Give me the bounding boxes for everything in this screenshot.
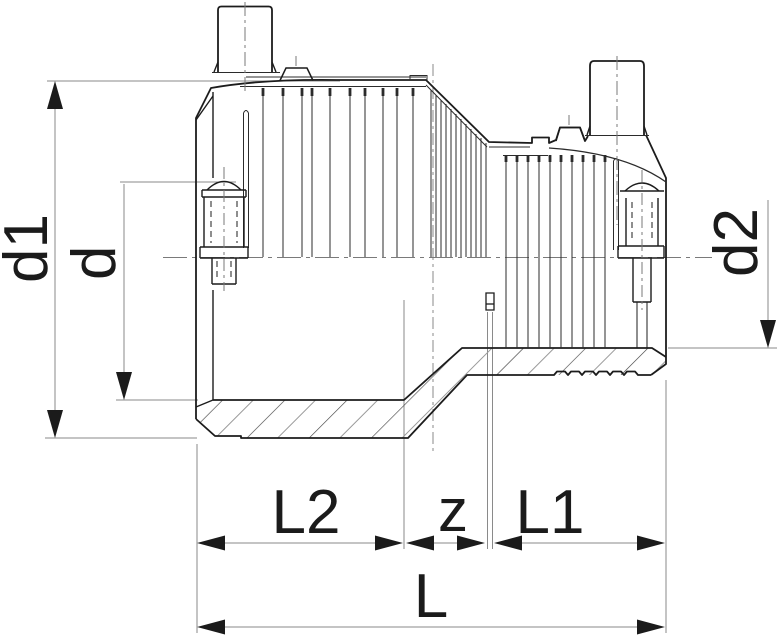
L2-arrow-left [197, 535, 225, 551]
L2-arrow-right [375, 535, 403, 551]
d1-arrow-down [47, 410, 63, 438]
dimension-z: z [406, 477, 485, 551]
label-L: L [414, 562, 448, 631]
d2-arrow-down [760, 320, 776, 348]
d-arrow-down [116, 372, 132, 400]
dimension-L2: L2 [197, 478, 403, 551]
label-z: z [438, 477, 468, 544]
dimension-L1: L1 [494, 478, 665, 551]
fitting-body-outline [195, 79, 667, 439]
label-d2: d2 [702, 208, 771, 277]
z-arrow-left [406, 535, 434, 551]
label-L2: L2 [272, 478, 341, 547]
right-hex-boss [555, 115, 586, 142]
L1-arrow-left [494, 535, 522, 551]
z-arrow-right [457, 535, 485, 551]
label-d1: d1 [0, 214, 61, 283]
dimension-d: d [60, 184, 132, 400]
right-terminal-pin [586, 56, 648, 225]
L-arrow-right [637, 619, 665, 635]
sleeve-detail-lines [212, 72, 667, 183]
left-fusion-indicator [199, 167, 249, 291]
d1-arrow-up [47, 81, 63, 109]
left-hex-boss [279, 56, 314, 81]
dimension-L: L [197, 562, 665, 635]
label-L1: L1 [516, 478, 585, 547]
right-fusion-indicator [617, 170, 665, 348]
mid-stop-indicator [485, 292, 495, 311]
L-arrow-left [197, 619, 225, 635]
extension-lines [45, 64, 777, 633]
left-socket-coils [243, 88, 415, 257]
right-socket-coils [504, 155, 619, 348]
bottom-wall-hatch [196, 348, 666, 438]
left-terminal-pin [213, 2, 277, 95]
L1-arrow-right [637, 535, 665, 551]
label-d: d [60, 246, 129, 280]
cone-coils [430, 90, 487, 257]
dimension-d1: d1 [0, 81, 63, 438]
dimension-d2: d2 [702, 200, 776, 348]
